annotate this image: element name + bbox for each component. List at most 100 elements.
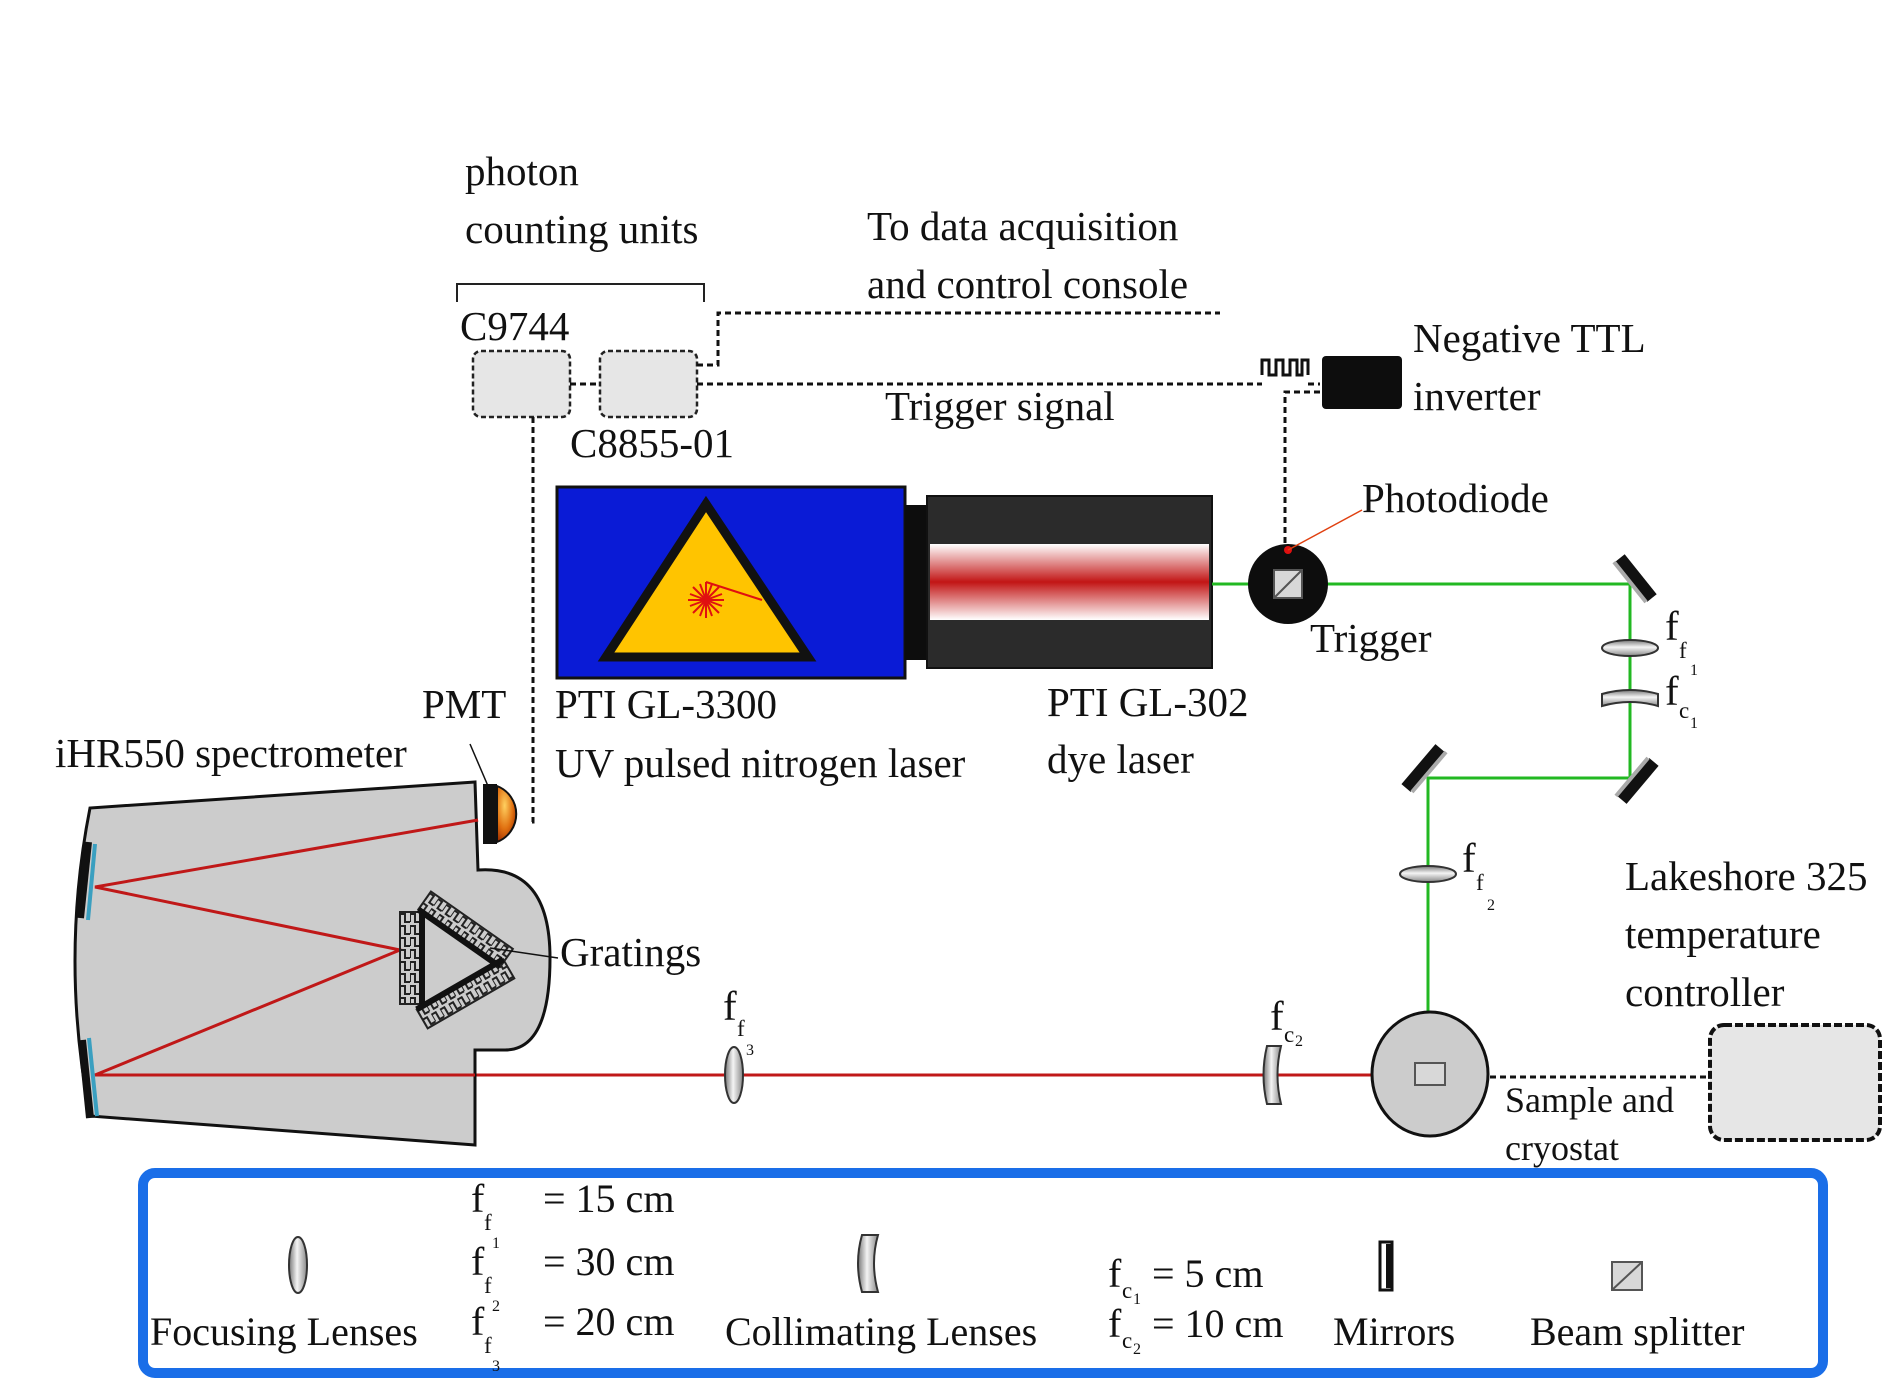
- ttl-label-line1: Negative TTL: [1413, 315, 1646, 361]
- spectrometer-label: iHR550 spectrometer: [55, 730, 407, 776]
- lens-ff3-label: f f 3: [723, 983, 754, 1059]
- legend-beam-splitter-label: Beam splitter: [1530, 1309, 1744, 1354]
- nitrogen-laser-model-label: PTI GL-3300: [555, 681, 777, 727]
- sample-label-line1: Sample and: [1505, 1080, 1674, 1120]
- svg-text:f: f: [1270, 993, 1284, 1039]
- grating-left: [399, 911, 423, 1005]
- ttl-inverter-box: [1322, 356, 1402, 409]
- svg-text:f: f: [484, 1273, 492, 1298]
- spectrometer-mirror-bottom: [78, 1039, 94, 1119]
- c9744-label: C9744: [460, 303, 569, 349]
- svg-text:1: 1: [1690, 715, 1698, 732]
- svg-text:f: f: [471, 1299, 485, 1344]
- c8855-unit: [598, 349, 699, 419]
- lens-fc1: [1601, 689, 1659, 708]
- c9744-unit: [471, 349, 572, 419]
- pmt-cable: [530, 417, 535, 824]
- trigger-label: Trigger: [1310, 615, 1432, 661]
- lens-fc2: [1262, 1045, 1283, 1105]
- legend-fc1-value: f c 1 = 5 cm: [1108, 1251, 1263, 1308]
- svg-text:= 30 cm: = 30 cm: [543, 1239, 674, 1284]
- svg-text:2: 2: [492, 1298, 500, 1315]
- dye-laser-model-label: PTI GL-302: [1047, 679, 1249, 725]
- lakeshore-label-line3: controller: [1625, 969, 1785, 1015]
- c8855-label: C8855-01: [570, 420, 734, 466]
- spectrometer-mirror-top: [76, 841, 92, 919]
- pmt-mount: [483, 784, 497, 844]
- laser-burst-icon: [688, 581, 763, 618]
- photon-counting-label: photon counting units: [465, 148, 698, 252]
- mirror-mid-right: [1614, 756, 1659, 804]
- ttl-pulse-icon: [1260, 358, 1310, 377]
- nitrogen-laser-desc-label: UV pulsed nitrogen laser: [555, 740, 966, 786]
- svg-text:f: f: [471, 1239, 485, 1284]
- lakeshore-label-line2: temperature: [1625, 911, 1821, 957]
- svg-text:= 5 cm: = 5 cm: [1152, 1251, 1263, 1296]
- photodiode-pointer: [1287, 509, 1363, 551]
- photon-units-bracket: [456, 283, 705, 302]
- temperature-controller-box: [1708, 1023, 1882, 1142]
- data-acquisition-cable: [697, 311, 1220, 367]
- svg-text:f: f: [737, 1016, 745, 1041]
- dye-laser: [926, 495, 1213, 669]
- svg-text:3: 3: [746, 1042, 754, 1059]
- spectrometer: [73, 780, 559, 1147]
- legend-mirrors-label: Mirrors: [1333, 1309, 1455, 1354]
- legend-collimating-lens-icon: [857, 1234, 880, 1293]
- photon-label-line1: photon: [465, 148, 579, 194]
- legend-focusing-lens-icon: [288, 1236, 308, 1294]
- lens-ff2: [1399, 865, 1457, 883]
- svg-text:f: f: [1679, 638, 1687, 663]
- legend-focusing-label: Focusing Lenses: [150, 1309, 418, 1354]
- trigger-signal-label: Trigger signal: [885, 383, 1115, 429]
- lens-ff1: [1601, 639, 1659, 657]
- svg-text:f: f: [1108, 1301, 1122, 1346]
- svg-text:= 15 cm: = 15 cm: [543, 1176, 674, 1221]
- svg-text:f: f: [1665, 603, 1679, 649]
- svg-text:c: c: [1679, 698, 1689, 723]
- legend-fc2-value: f c 2 = 10 cm: [1108, 1301, 1283, 1358]
- svg-text:= 10 cm: = 10 cm: [1152, 1301, 1283, 1346]
- pmt-icon: [496, 784, 518, 844]
- mirror-mid-left: [1401, 744, 1448, 794]
- data-acq-label-line2: and control console: [867, 261, 1188, 307]
- svg-text:2: 2: [1133, 1341, 1141, 1358]
- legend-collimating-label: Collimating Lenses: [725, 1309, 1037, 1354]
- lens-ff3: [724, 1046, 744, 1104]
- svg-text:= 20 cm: = 20 cm: [543, 1299, 674, 1344]
- lens-ff2-label: f f 2: [1462, 835, 1495, 914]
- legend-box: [138, 1168, 1828, 1378]
- svg-text:f: f: [1665, 668, 1679, 714]
- dye-laser-desc-label: dye laser: [1047, 736, 1194, 782]
- pmt-pointer: [469, 743, 489, 787]
- laser-coupler: [905, 505, 927, 660]
- svg-text:3: 3: [492, 1358, 500, 1375]
- svg-text:c: c: [1122, 1278, 1132, 1303]
- dye-laser-cell: [930, 544, 1209, 620]
- photon-label-line2: counting units: [465, 206, 698, 252]
- data-acq-label-line1: To data acquisition: [867, 203, 1178, 249]
- svg-text:1: 1: [1690, 662, 1698, 679]
- lens-fc1-label: f c 1: [1665, 668, 1698, 732]
- svg-text:f: f: [723, 983, 737, 1029]
- sample-beam-splitter-icon: [1414, 1062, 1446, 1086]
- svg-text:2: 2: [1295, 1033, 1303, 1050]
- mirror-top-right: [1612, 554, 1657, 604]
- svg-text:f: f: [1476, 870, 1484, 895]
- legend-ff3-value: f f 3 = 20 cm: [471, 1299, 674, 1375]
- svg-text:2: 2: [1487, 897, 1495, 914]
- gratings-turret: [399, 890, 516, 1030]
- lens-fc2-label: f c 2: [1270, 993, 1303, 1050]
- svg-text:f: f: [1108, 1251, 1122, 1296]
- pmt-label: PMT: [422, 681, 506, 727]
- legend: Focusing Lenses f f 1 = 15 cm f f 2 = 30…: [138, 1168, 1828, 1378]
- photodiode-label: Photodiode: [1362, 475, 1549, 521]
- svg-text:f: f: [484, 1333, 492, 1358]
- svg-text:c: c: [1284, 1022, 1294, 1047]
- legend-ff1-value: f f 1 = 15 cm: [471, 1176, 674, 1252]
- laser-warning-icon: [597, 495, 817, 662]
- svg-text:f: f: [1462, 835, 1476, 881]
- legend-ff2-value: f f 2 = 30 cm: [471, 1239, 674, 1315]
- nitrogen-laser: [555, 485, 927, 680]
